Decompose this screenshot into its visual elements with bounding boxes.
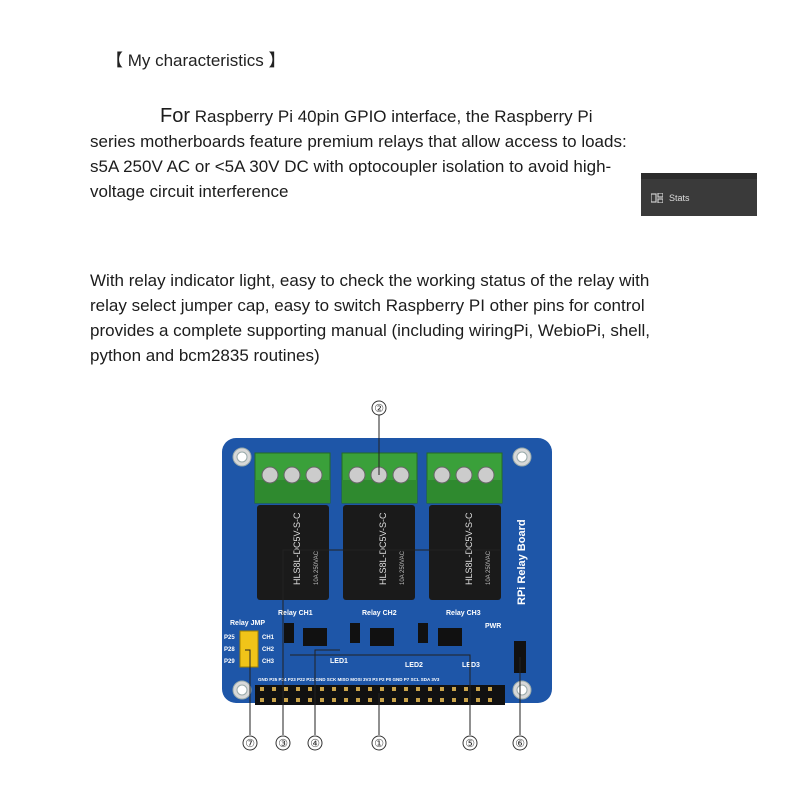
diodes: [284, 623, 428, 643]
optocouplers: [303, 628, 462, 646]
intro-lead-word: For: [160, 105, 190, 127]
relay-model-1: HLS8L-DC5V-S-C: [292, 512, 302, 585]
led-label-1: LED1: [330, 658, 348, 665]
jmp-pin-3: P29: [224, 659, 235, 665]
stats-widget-bar: [641, 173, 757, 179]
relays: HLS8L-DC5V-S-C HLS8L-DC5V-S-C HLS8L-DC5V…: [257, 505, 501, 600]
relay-rating-2: 10A 250VAC: [400, 550, 406, 585]
jmp-ch-2: CH2: [262, 647, 275, 653]
callout-6: ⑥: [515, 737, 525, 750]
jmp-pin-1: P25: [224, 635, 235, 641]
mounting-holes: [232, 447, 532, 700]
stats-icon: [651, 193, 663, 203]
led-label-2: LED2: [405, 662, 423, 669]
relay-jmp-label: Relay JMP: [230, 620, 265, 627]
relay-rating-3: 10A 250VAC: [486, 550, 492, 585]
callout-5: ⑤: [465, 737, 475, 750]
header-bottom-labels: P29 P28 P27 P26 GND CE1 CE0 P6 P5 P4 GND…: [258, 709, 407, 714]
relay-model-2: HLS8L-DC5V-S-C: [378, 512, 388, 585]
jmp-ch-3: CH3: [262, 659, 275, 665]
jumper-caps: [239, 630, 259, 668]
header-top-labels: GND P25 P24 P23 P22 P21 GND SCK MISO MOS…: [258, 677, 440, 682]
callout-7: ⑦: [245, 737, 255, 750]
intro-paragraph: For Raspberry Pi 40pin GPIO interface, t…: [90, 104, 630, 204]
relay-board-figure: ② HLS8L-DC5V-S-C HLS8L-DC5V-S-C: [200, 395, 560, 760]
section-heading: 【 My characteristics 】: [106, 51, 286, 70]
gpio-pins: [260, 687, 492, 702]
pwr-label: PWR: [485, 623, 501, 630]
callout-leader-lines: [245, 415, 521, 735]
terminal-blocks: [254, 452, 503, 504]
jmp-ch-1: CH1: [262, 635, 275, 641]
stats-widget[interactable]: Stats: [641, 173, 757, 216]
relay-board-svg: ② HLS8L-DC5V-S-C HLS8L-DC5V-S-C: [222, 400, 552, 751]
board-title: RPi Relay Board: [516, 519, 528, 605]
intro-text: Raspberry Pi 40pin GPIO interface, the R…: [90, 107, 627, 201]
callout-3: ③: [278, 737, 288, 750]
channel-label-2: Relay CH2: [362, 610, 397, 617]
relay-model-3: HLS8L-DC5V-S-C: [464, 512, 474, 585]
channel-label-3: Relay CH3: [446, 610, 481, 617]
channel-label-1: Relay CH1: [278, 610, 313, 617]
jmp-pin-2: P28: [224, 647, 235, 653]
callout-1: ①: [374, 737, 384, 750]
stats-label: Stats: [669, 193, 690, 203]
callout-4: ④: [310, 737, 320, 750]
callout-2: ②: [374, 402, 384, 415]
led-label-3: LED3: [462, 662, 480, 669]
features-paragraph: With relay indicator light, easy to chec…: [90, 271, 651, 365]
relay-rating-1: 10A 250VAC: [314, 550, 320, 585]
